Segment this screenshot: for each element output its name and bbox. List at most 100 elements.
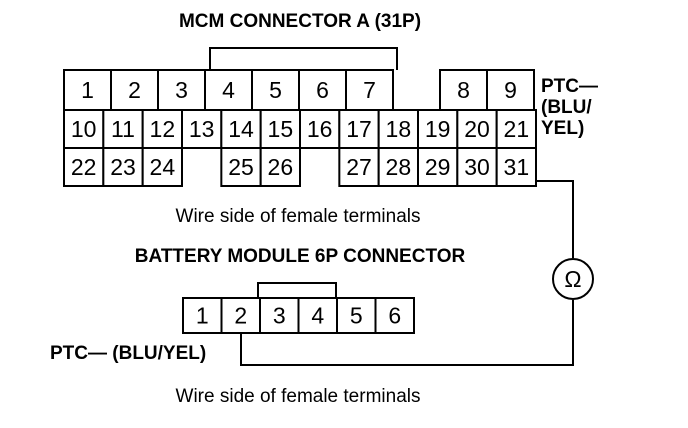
mcm-pin-5: 5 bbox=[251, 69, 300, 111]
mcm-pin-number: 9 bbox=[504, 77, 517, 103]
mcm-pin-number: 30 bbox=[464, 154, 490, 180]
battery-pin-number: 1 bbox=[196, 303, 209, 329]
mcm-pin-number: 28 bbox=[386, 154, 412, 180]
mcm-pin-number: 18 bbox=[386, 116, 412, 142]
mcm-pin-13: 13 bbox=[181, 109, 223, 149]
battery-pin-box bbox=[374, 297, 415, 334]
mcm-pin-box bbox=[259, 147, 301, 187]
mcm-pin-number: 26 bbox=[268, 154, 294, 180]
mcm-pin-3: 3 bbox=[157, 69, 206, 111]
mcm-pin-number: 15 bbox=[268, 116, 294, 142]
mcm-pin-box bbox=[220, 147, 262, 187]
mcm-pin-6: 6 bbox=[298, 69, 347, 111]
mcm-pin-24: 24 bbox=[141, 147, 184, 187]
mcm-ptc-label-line-3: YEL) bbox=[541, 118, 584, 139]
battery-pin-number: 3 bbox=[273, 303, 286, 329]
mcm-pin-box bbox=[63, 109, 105, 149]
mcm-pin-19: 19 bbox=[417, 109, 459, 149]
mcm-pin-box bbox=[439, 69, 488, 111]
mcm-pin-26: 26 bbox=[259, 147, 301, 187]
mcm-pin-16: 16 bbox=[299, 109, 341, 149]
mcm-pin-box bbox=[377, 147, 419, 187]
battery-pin-4: 4 bbox=[297, 297, 338, 334]
battery-pin-5: 5 bbox=[336, 297, 377, 334]
battery-pin-box bbox=[336, 297, 377, 334]
mcm-pin-2: 2 bbox=[110, 69, 159, 111]
mcm-ptc-label-line-1: PTC— bbox=[541, 76, 598, 97]
mcm-pin-number: 11 bbox=[111, 116, 135, 142]
mcm-pin-11: 11 bbox=[102, 109, 144, 149]
mcm-pin-box bbox=[417, 109, 459, 149]
test-wire-lower bbox=[240, 300, 574, 366]
mcm-pin-25: 25 bbox=[220, 147, 262, 187]
battery-pin-number: 6 bbox=[388, 303, 401, 329]
mcm-pin-20: 20 bbox=[456, 109, 498, 149]
mcm-pin-number: 21 bbox=[504, 116, 530, 142]
mcm-pin-number: 25 bbox=[228, 154, 254, 180]
mcm-pin-number: 7 bbox=[363, 77, 376, 103]
mcm-pin-number: 1 bbox=[81, 77, 94, 103]
battery-connector-key-tab bbox=[257, 282, 337, 298]
mcm-pin-22: 22 bbox=[63, 147, 105, 187]
mcm-pin-number: 19 bbox=[425, 116, 451, 142]
mcm-pin-number: 13 bbox=[189, 116, 215, 142]
battery-pin-number: 2 bbox=[234, 303, 247, 329]
mcm-pin-number: 14 bbox=[228, 116, 254, 142]
battery-caption: Wire side of female terminals bbox=[176, 386, 421, 407]
ohmmeter-circle bbox=[552, 258, 594, 300]
mcm-pin-15: 15 bbox=[259, 109, 301, 149]
battery-pin-6: 6 bbox=[374, 297, 415, 334]
mcm-pin-number: 24 bbox=[150, 154, 176, 180]
mcm-pin-box bbox=[141, 147, 184, 187]
battery-pin-number: 4 bbox=[311, 303, 324, 329]
ohmmeter-icon: Ω bbox=[552, 258, 594, 300]
mcm-pin-4: 4 bbox=[204, 69, 253, 111]
mcm-pin-number: 3 bbox=[175, 77, 188, 103]
mcm-pin-box bbox=[299, 109, 341, 149]
mcm-pin-8: 8 bbox=[439, 69, 488, 111]
battery-connector-title: BATTERY MODULE 6P CONNECTOR bbox=[135, 246, 466, 267]
mcm-pin-number: 17 bbox=[346, 116, 372, 142]
mcm-pin-number: 29 bbox=[425, 154, 451, 180]
mcm-pin-10: 10 bbox=[63, 109, 105, 149]
ohm-symbol: Ω bbox=[564, 266, 581, 292]
mcm-pin-number: 27 bbox=[346, 154, 372, 180]
test-wire-upper bbox=[536, 180, 574, 258]
mcm-pin-number: 5 bbox=[269, 77, 282, 103]
mcm-pin-number: 2 bbox=[128, 77, 141, 103]
mcm-caption: Wire side of female terminals bbox=[176, 206, 421, 227]
battery-pin-3: 3 bbox=[259, 297, 300, 334]
mcm-pin-number: 8 bbox=[457, 77, 470, 103]
mcm-pin-number: 16 bbox=[307, 116, 333, 142]
mcm-pin-number: 10 bbox=[71, 116, 97, 142]
mcm-pin-box bbox=[495, 147, 537, 187]
battery-pin-box bbox=[259, 297, 300, 334]
mcm-connector-key-tab bbox=[209, 47, 398, 70]
mcm-pin-23: 23 bbox=[102, 147, 144, 187]
mcm-pin-number: 23 bbox=[110, 154, 136, 180]
mcm-pin-17: 17 bbox=[338, 109, 380, 149]
battery-pin-box bbox=[297, 297, 338, 334]
mcm-pin-30: 30 bbox=[456, 147, 498, 187]
mcm-pin-number: 4 bbox=[222, 77, 235, 103]
battery-ptc-label: PTC— (BLU/YEL) bbox=[50, 343, 206, 364]
mcm-pin-box bbox=[181, 109, 223, 149]
mcm-pin-box bbox=[338, 109, 380, 149]
mcm-pin-box bbox=[417, 147, 459, 187]
mcm-pin-box bbox=[102, 147, 144, 187]
mcm-pin-9: 9 bbox=[486, 69, 535, 111]
mcm-pin-7: 7 bbox=[345, 69, 394, 111]
mcm-pin-box bbox=[456, 109, 498, 149]
mcm-pin-21: 21 bbox=[495, 109, 537, 149]
mcm-pin-number: 6 bbox=[316, 77, 329, 103]
mcm-pin-1: 1 bbox=[63, 69, 112, 111]
mcm-pin-31: 31 bbox=[495, 147, 537, 187]
mcm-pin-18: 18 bbox=[377, 109, 419, 149]
mcm-connector-title: MCM CONNECTOR A (31P) bbox=[179, 11, 421, 32]
mcm-pin-number: 12 bbox=[150, 116, 176, 142]
mcm-pin-number: 31 bbox=[504, 154, 530, 180]
battery-pin-1: 1 bbox=[182, 297, 223, 334]
